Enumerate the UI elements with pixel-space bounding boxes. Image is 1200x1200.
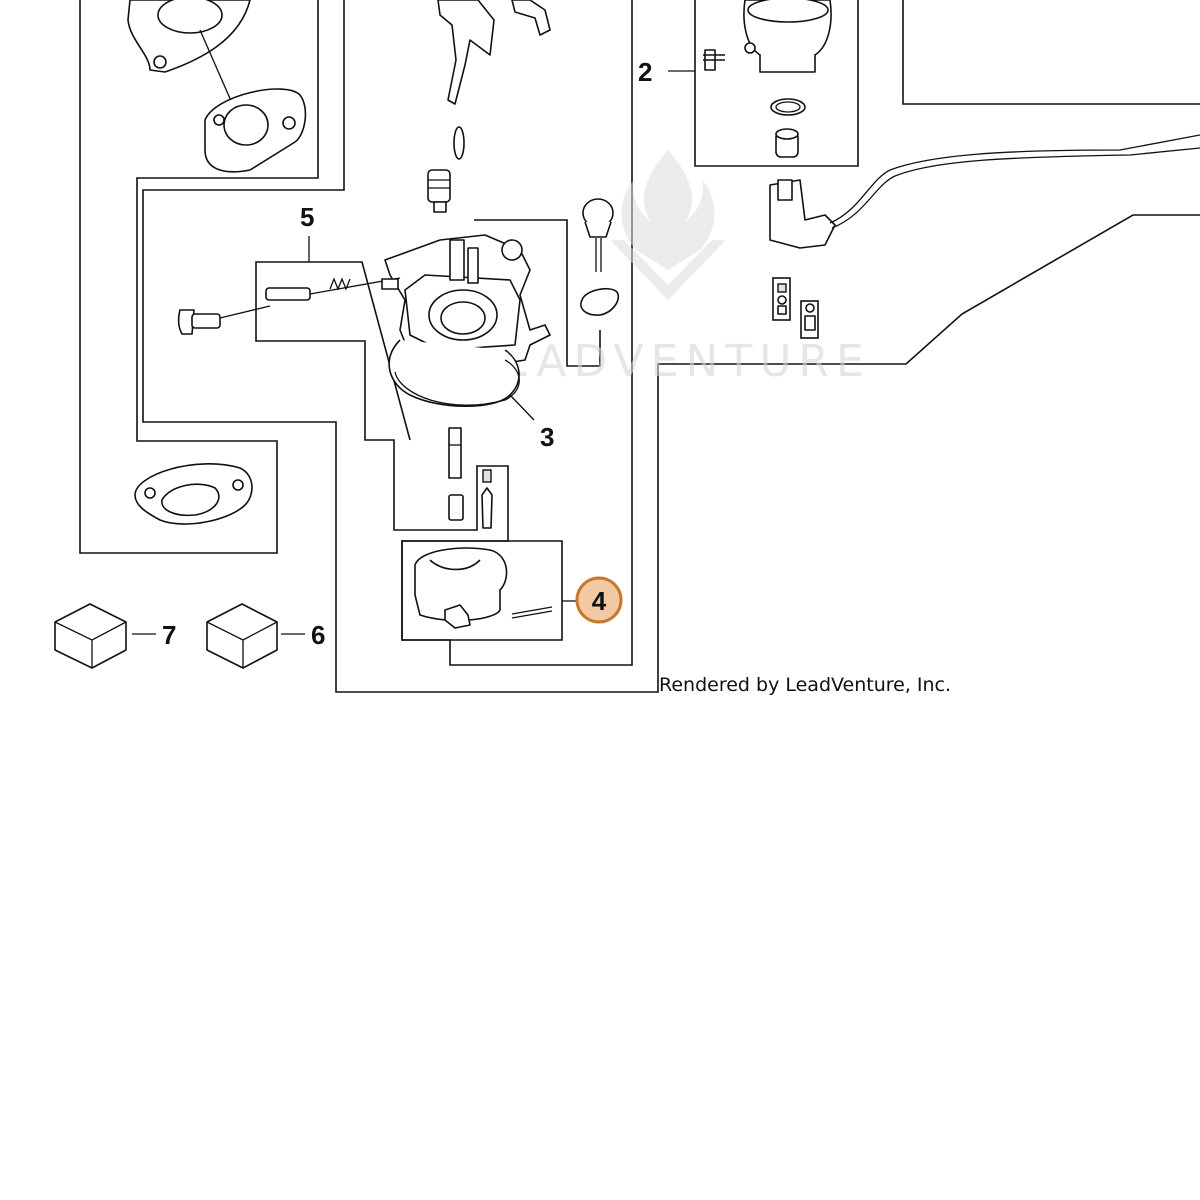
float-pin-drawing xyxy=(448,427,493,529)
cube-6-drawing xyxy=(206,603,278,669)
watermark-text: LEADVENTURE xyxy=(470,336,871,387)
outline-left-inner xyxy=(142,0,1200,693)
callout-label-5[interactable]: 5 xyxy=(300,202,314,232)
throttle-linkage-drawing xyxy=(437,0,551,160)
assembly-outlines xyxy=(79,0,1200,693)
callout-label-4[interactable]: 4 xyxy=(592,586,607,616)
intake-manifold-drawing xyxy=(127,0,251,111)
idle-screw-drawing xyxy=(177,277,401,335)
callout-label-7[interactable]: 7 xyxy=(162,620,176,650)
pilot-jet-drawing xyxy=(427,169,451,213)
credit-text: Rendered by LeadVenture, Inc. xyxy=(659,674,951,696)
gasket-bottom-drawing xyxy=(134,463,253,525)
outline-part-3-right xyxy=(474,219,601,367)
callout-4-badge[interactable] xyxy=(575,576,623,624)
fuel-bowl-drawing xyxy=(703,0,832,158)
outline-small-jet-2 xyxy=(800,300,819,339)
leader-3 xyxy=(509,394,535,421)
callout-label-2[interactable]: 2 xyxy=(638,57,652,87)
float-drawing xyxy=(414,547,553,629)
outline-small-jet-1 xyxy=(772,277,791,321)
watermark-logo xyxy=(610,150,726,300)
outline-right-top xyxy=(902,0,1200,105)
outline-part-3 xyxy=(255,0,633,666)
solenoid-drawing xyxy=(769,134,1200,249)
callout-label-6[interactable]: 6 xyxy=(311,620,325,650)
cube-7-drawing xyxy=(54,603,127,669)
choke-knob-drawing xyxy=(580,198,619,316)
carburetor-body-drawing xyxy=(384,234,551,407)
outline-part-2 xyxy=(694,0,859,167)
callout-label-3[interactable]: 3 xyxy=(540,422,554,452)
gasket-top-drawing xyxy=(204,88,307,173)
outline-left-assembly xyxy=(79,0,319,554)
outline-part-4 xyxy=(401,540,563,641)
leader-lines xyxy=(132,70,695,635)
callout-4-highlight[interactable]: 4 xyxy=(575,576,623,624)
main-jet-drawing xyxy=(777,283,816,331)
